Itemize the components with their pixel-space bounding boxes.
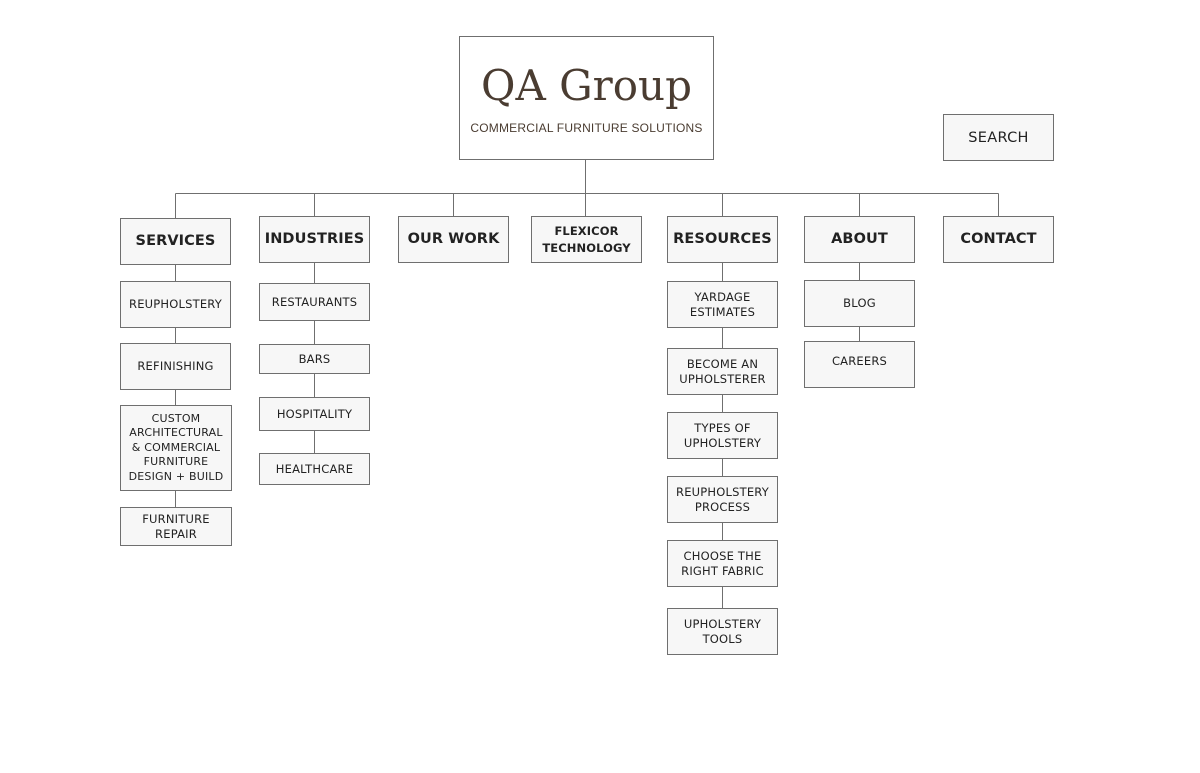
- nav-industries[interactable]: INDUSTRIES: [259, 216, 370, 263]
- nav-item-label: TYPES OF UPHOLSTERY: [683, 420, 762, 450]
- nav-flexicor-technology-label: FLEXICOR TECHNOLOGY: [542, 224, 631, 255]
- nav-our-work[interactable]: OUR WORK: [398, 216, 509, 263]
- logo-tagline: COMMERCIAL FURNITURE SOLUTIONS: [470, 121, 703, 135]
- nav-item-reupholstery-process[interactable]: REUPHOLSTERY PROCESS: [667, 476, 778, 523]
- nav-item-label: HEALTHCARE: [275, 461, 354, 476]
- nav-contact[interactable]: CONTACT: [943, 216, 1054, 263]
- nav-item-custom-design-build[interactable]: CUSTOM ARCHITECTURAL & COMMERCIAL FURNIT…: [120, 405, 232, 491]
- nav-item-reupholstery[interactable]: REUPHOLSTERY: [120, 281, 231, 328]
- nav-contact-label: CONTACT: [960, 231, 1037, 248]
- nav-item-refinishing[interactable]: REFINISHING: [120, 343, 231, 390]
- nav-item-label: HOSPITALITY: [276, 406, 353, 421]
- nav-item-label: UPHOLSTERY TOOLS: [683, 616, 762, 646]
- nav-item-restaurants[interactable]: RESTAURANTS: [259, 283, 370, 321]
- nav-resources[interactable]: RESOURCES: [667, 216, 778, 263]
- nav-resources-label: RESOURCES: [673, 231, 772, 248]
- nav-item-label: REUPHOLSTERY PROCESS: [676, 484, 769, 514]
- nav-item-label: CAREERS: [831, 354, 888, 369]
- nav-item-label: RESTAURANTS: [271, 294, 358, 309]
- nav-item-label: BLOG: [843, 296, 876, 311]
- nav-our-work-label: OUR WORK: [407, 231, 500, 248]
- nav-services[interactable]: SERVICES: [120, 218, 231, 265]
- nav-industries-label: INDUSTRIES: [264, 231, 365, 248]
- nav-item-yardage-estimates[interactable]: YARDAGE ESTIMATES: [667, 281, 778, 328]
- nav-item-label: BARS: [298, 351, 331, 366]
- nav-item-healthcare[interactable]: HEALTHCARE: [259, 453, 370, 485]
- nav-item-choose-the-right-fabric[interactable]: CHOOSE THE RIGHT FABRIC: [667, 540, 778, 587]
- nav-item-label: CUSTOM ARCHITECTURAL & COMMERCIAL FURNIT…: [128, 411, 224, 483]
- logo-title: QA Group: [481, 61, 692, 110]
- nav-flexicor-technology[interactable]: FLEXICOR TECHNOLOGY: [531, 216, 642, 263]
- nav-about[interactable]: ABOUT: [804, 216, 915, 263]
- nav-item-label: REFINISHING: [137, 359, 214, 374]
- search-button-label: SEARCH: [968, 129, 1029, 146]
- nav-item-bars[interactable]: BARS: [259, 344, 370, 374]
- nav-item-hospitality[interactable]: HOSPITALITY: [259, 397, 370, 431]
- nav-services-label: SERVICES: [135, 233, 216, 250]
- nav-item-blog[interactable]: BLOG: [804, 280, 915, 327]
- logo-box[interactable]: QA Group COMMERCIAL FURNITURE SOLUTIONS: [459, 36, 714, 160]
- nav-item-upholstery-tools[interactable]: UPHOLSTERY TOOLS: [667, 608, 778, 655]
- nav-item-label: FURNITURE REPAIR: [142, 511, 210, 541]
- nav-item-careers[interactable]: CAREERS: [804, 341, 915, 388]
- search-button[interactable]: SEARCH: [943, 114, 1054, 161]
- nav-item-label: BECOME AN UPHOLSTERER: [679, 356, 766, 386]
- nav-item-label: YARDAGE ESTIMATES: [689, 289, 756, 319]
- nav-about-label: ABOUT: [831, 231, 888, 248]
- nav-item-furniture-repair[interactable]: FURNITURE REPAIR: [120, 507, 232, 546]
- nav-item-become-an-upholsterer[interactable]: BECOME AN UPHOLSTERER: [667, 348, 778, 395]
- nav-item-types-of-upholstery[interactable]: TYPES OF UPHOLSTERY: [667, 412, 778, 459]
- nav-item-label: CHOOSE THE RIGHT FABRIC: [681, 548, 764, 578]
- nav-item-label: REUPHOLSTERY: [129, 297, 222, 312]
